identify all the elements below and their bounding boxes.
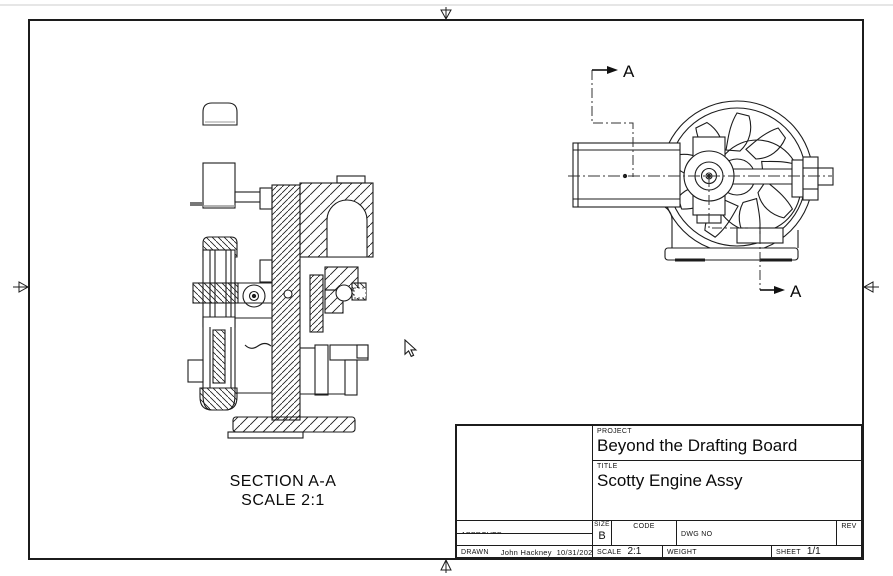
size-label: SIZE — [594, 521, 610, 528]
size-cell: SIZE B — [593, 521, 612, 546]
code-cell: CODE — [612, 521, 677, 546]
crank-pin-section — [335, 284, 353, 302]
title-value: Scotty Engine Assy — [597, 471, 743, 490]
sheet-label: SHEET — [776, 549, 801, 556]
weight-cell: WEIGHT — [663, 546, 772, 557]
displacer-cylinder — [202, 162, 236, 209]
weight-label: WEIGHT — [667, 549, 697, 556]
project-cell: PROJECT Beyond the Drafting Board — [593, 426, 861, 461]
size-value: B — [598, 530, 606, 542]
title-label: TITLE — [597, 463, 618, 470]
cutting-plane-arrow-top: A — [592, 62, 635, 81]
scale-value: 2:1 — [627, 546, 642, 557]
cutting-plane-label-bottom: A — [790, 282, 802, 301]
scale-label: SCALE — [597, 549, 622, 556]
dwg-no-cell: DWG NO — [677, 521, 837, 546]
mouse-cursor-icon — [404, 339, 418, 358]
project-value: Beyond the Drafting Board — [597, 436, 798, 455]
centering-mark-left — [13, 281, 30, 293]
approved-label: APPROVED — [461, 532, 502, 533]
cutting-plane-line — [591, 70, 761, 290]
drawn-label: DRAWN — [461, 549, 489, 556]
cutting-plane-arrow-bottom: A — [760, 282, 802, 301]
cutting-plane-label-top: A — [623, 62, 635, 81]
base-plate-section — [232, 416, 356, 433]
section-view-drawing — [187, 102, 374, 439]
centering-mark-right — [862, 281, 879, 293]
shaft-nut — [802, 156, 819, 201]
engine-base — [664, 247, 799, 261]
side-view-drawing: A A — [568, 62, 834, 301]
valve-cap — [202, 102, 238, 126]
centering-mark-bottom — [440, 558, 452, 573]
code-label: CODE — [633, 523, 655, 530]
sheet-value: 1/1 — [806, 546, 821, 557]
drawn-value: John Hackney 10/31/2021 — [500, 548, 593, 557]
frame-wall-section — [271, 184, 301, 421]
sheet-cell: SHEET 1/1 — [772, 546, 861, 557]
scale-cell: SCALE 2:1 — [593, 546, 663, 557]
section-label-line1: SECTION A-A — [229, 473, 337, 490]
rev-label: REV — [841, 523, 857, 530]
piston-rod-bar-section — [192, 282, 239, 304]
title-cell: TITLE Scotty Engine Assy — [593, 461, 861, 521]
dwg-no-label: DWG NO — [681, 531, 713, 538]
checked-cell: CHECKED — [457, 534, 593, 546]
section-label-line2: SCALE 2:1 — [241, 492, 325, 509]
rev-cell: REV — [837, 521, 861, 546]
title-block-logo-cell — [457, 426, 593, 521]
title-block: PROJECT Beyond the Drafting Board TITLE … — [455, 424, 863, 559]
section-view-label: SECTION A-A SCALE 2:1 — [183, 472, 383, 510]
approved-cell: APPROVED — [457, 521, 593, 534]
centering-mark-top — [440, 7, 452, 21]
project-label: PROJECT — [597, 428, 632, 435]
drawn-cell: DRAWN John Hackney 10/31/2021 — [457, 546, 593, 557]
